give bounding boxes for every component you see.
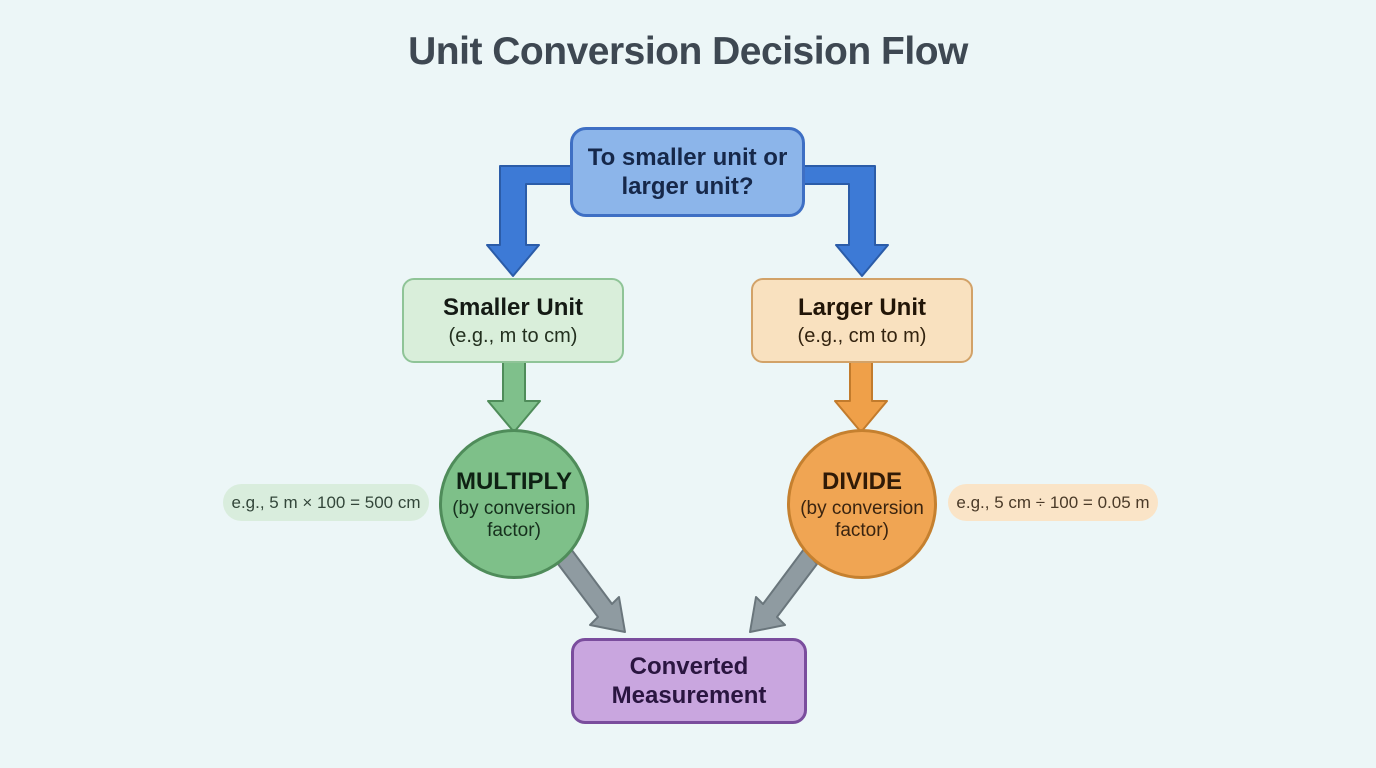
- divide-node: DIVIDE (by conversion factor): [787, 429, 937, 579]
- larger-unit-node: Larger Unit (e.g., cm to m): [751, 278, 973, 363]
- arrow-decision-to-smaller: [486, 165, 581, 277]
- arrow-larger-to-divide: [834, 357, 888, 433]
- multiply-sublabel: (by conversion factor): [452, 497, 576, 541]
- divide-label: DIVIDE: [821, 467, 902, 495]
- smaller-unit-node: Smaller Unit (e.g., m to cm): [402, 278, 624, 363]
- multiply-node: MULTIPLY (by conversion factor): [439, 429, 589, 579]
- arrow-divide-to-result: [749, 548, 818, 633]
- divide-sublabel: (by conversion factor): [800, 497, 924, 541]
- decision-node: To smaller unit or larger unit?: [570, 127, 805, 217]
- result-label: Converted Measurement: [611, 652, 767, 709]
- larger-unit-label: Larger Unit: [797, 293, 926, 321]
- multiply-label: MULTIPLY: [455, 467, 572, 495]
- diagram-title: Unit Conversion Decision Flow: [408, 30, 968, 73]
- multiply-example-pill: e.g., 5 m × 100 = 500 cm: [223, 484, 429, 521]
- arrow-multiply-to-result: [557, 548, 626, 633]
- divide-example-pill: e.g., 5 cm ÷ 100 = 0.05 m: [948, 484, 1158, 521]
- arrow-smaller-to-multiply: [487, 357, 541, 433]
- decision-label: To smaller unit or larger unit?: [587, 143, 788, 200]
- smaller-unit-sublabel: (e.g., m to cm): [448, 324, 578, 347]
- smaller-unit-label: Smaller Unit: [442, 293, 584, 321]
- larger-unit-sublabel: (e.g., cm to m): [797, 324, 927, 347]
- result-node: Converted Measurement: [571, 638, 807, 724]
- arrow-decision-to-larger: [794, 165, 889, 277]
